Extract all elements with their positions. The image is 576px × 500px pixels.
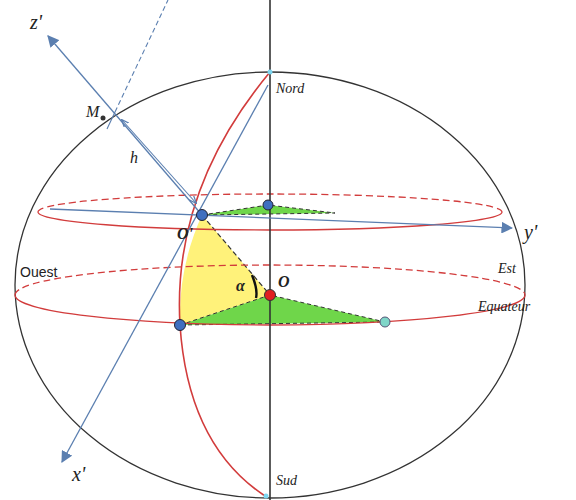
- center-label: O: [278, 274, 290, 290]
- direction-label: Est: [498, 262, 516, 276]
- axis-label: y': [524, 222, 537, 242]
- pole-label: Nord: [276, 82, 304, 96]
- point-label: M: [86, 104, 99, 120]
- origin-label: O': [177, 226, 193, 242]
- direction-label: Ouest: [20, 265, 57, 279]
- height-label: h: [130, 150, 138, 166]
- angle-label: α: [236, 278, 245, 294]
- axis-label: x': [72, 464, 85, 484]
- axis-label: z': [30, 12, 42, 32]
- equator-label: Equateur: [478, 300, 530, 314]
- pole-label: Sud: [276, 474, 297, 488]
